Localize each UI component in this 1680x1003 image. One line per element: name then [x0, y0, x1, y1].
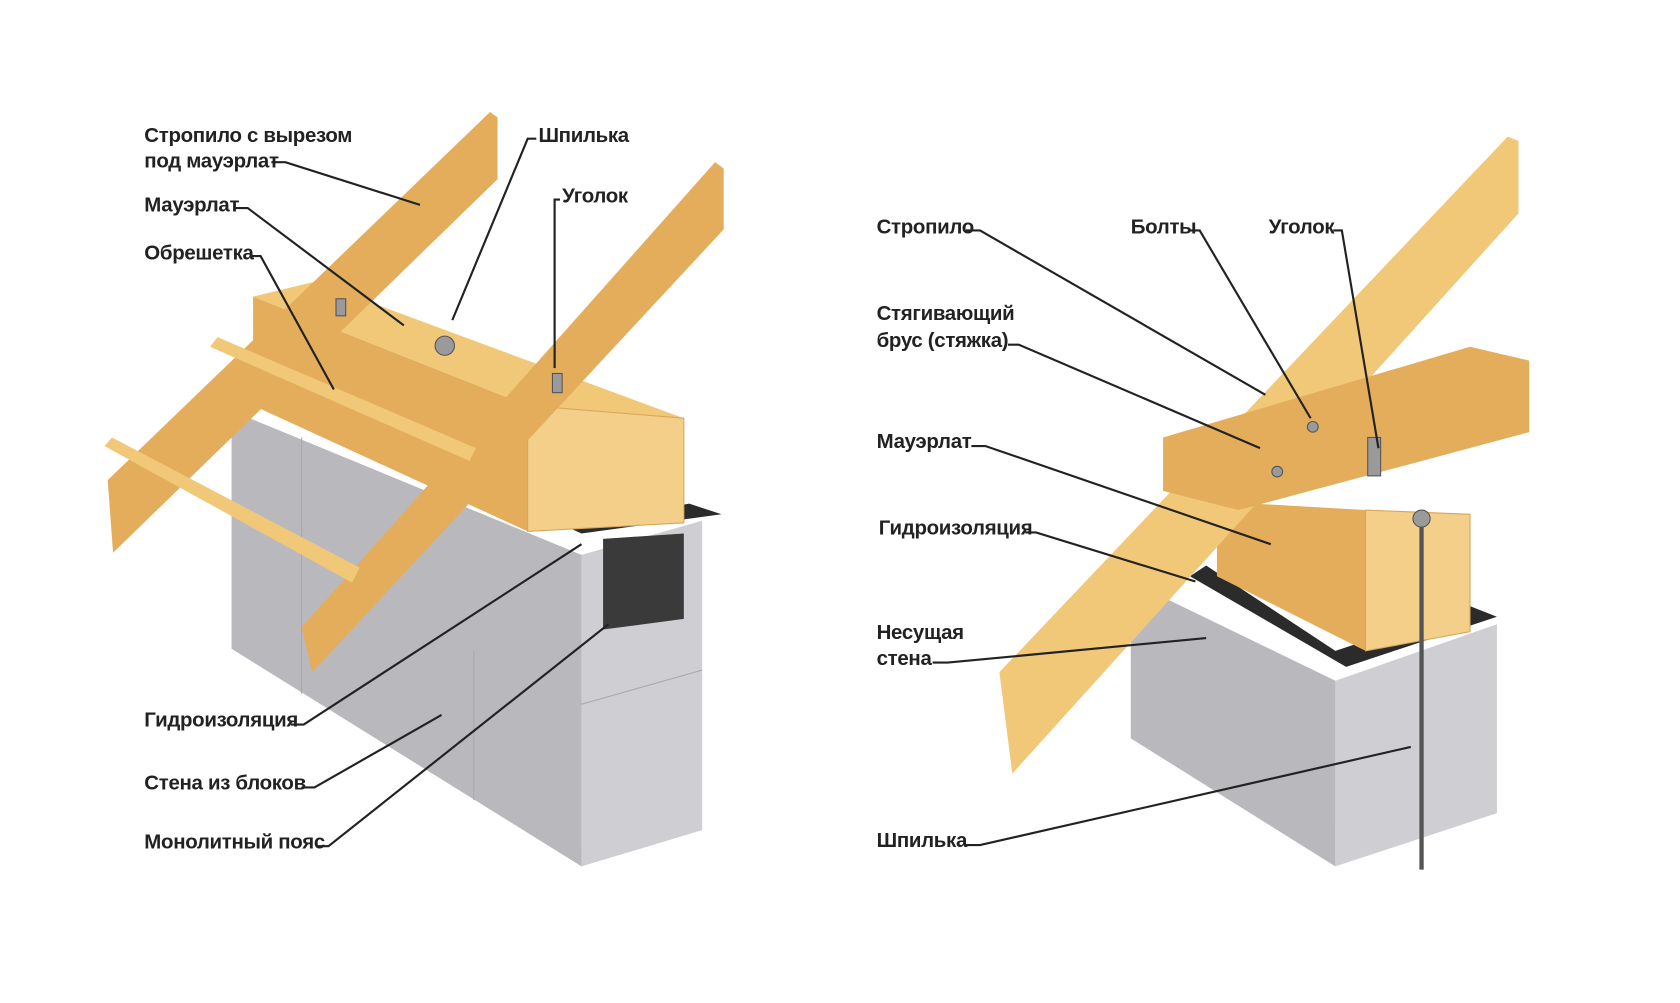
label-lathing: Обрешетка: [144, 242, 254, 264]
angle-bracket-2: [551, 372, 563, 394]
batten-1: [210, 337, 476, 461]
bolt-1: [1306, 420, 1319, 433]
label-rafter-cut: Стропило с вырезом: [144, 125, 352, 147]
bearing-wall-left-face: [1130, 581, 1336, 867]
label-rafter-cut-2: под мауэрлат: [144, 151, 279, 173]
left-labels: Стропило с вырезом под мауэрлат Мауэрлат…: [144, 125, 630, 853]
angle-bracket-1: [335, 298, 347, 317]
batten-2: [104, 437, 360, 583]
stud-nut: [434, 335, 455, 356]
label-waterproofing-right: Гидроизоляция: [879, 518, 1033, 540]
label-stud: Шпилька: [538, 125, 629, 147]
monolithic-belt-rebar: [603, 533, 684, 630]
left-assembly: [104, 112, 724, 867]
bolt-2: [1271, 465, 1284, 478]
label-mauerlat-right: Мауэрлат: [877, 431, 972, 453]
right-assembly: [999, 136, 1530, 870]
label-angle: Уголок: [562, 186, 629, 208]
label-monolithic-belt: Монолитный пояс: [144, 831, 325, 853]
right-labels: Стропило Болты Уголок Стягивающий брус (…: [877, 217, 1412, 852]
tie-beam: [1163, 346, 1530, 511]
label-block-wall: Стена из блоков: [144, 773, 306, 795]
label-tie-beam-2: брус (стяжка): [877, 330, 1009, 352]
mauerlat-end: [527, 404, 685, 532]
label-mauerlat: Мауэрлат: [144, 194, 239, 216]
label-waterproofing: Гидроизоляция: [144, 710, 298, 732]
label-angle-right: Уголок: [1269, 217, 1336, 239]
label-bolts: Болты: [1131, 217, 1197, 239]
label-stud-right: Шпилька: [877, 830, 968, 852]
block-wall-left-face: [231, 410, 582, 867]
label-bearing-wall-2: стена: [877, 648, 933, 670]
bearing-wall-right-face: [1335, 624, 1497, 867]
label-rafter: Стропило: [877, 217, 974, 239]
label-bearing-wall: Несущая: [877, 622, 964, 644]
rafter-2: [301, 162, 724, 673]
mauerlat-right-end: [1365, 509, 1471, 652]
stud-nut-right: [1412, 509, 1431, 528]
label-tie-beam: Стягивающий: [877, 303, 1015, 325]
